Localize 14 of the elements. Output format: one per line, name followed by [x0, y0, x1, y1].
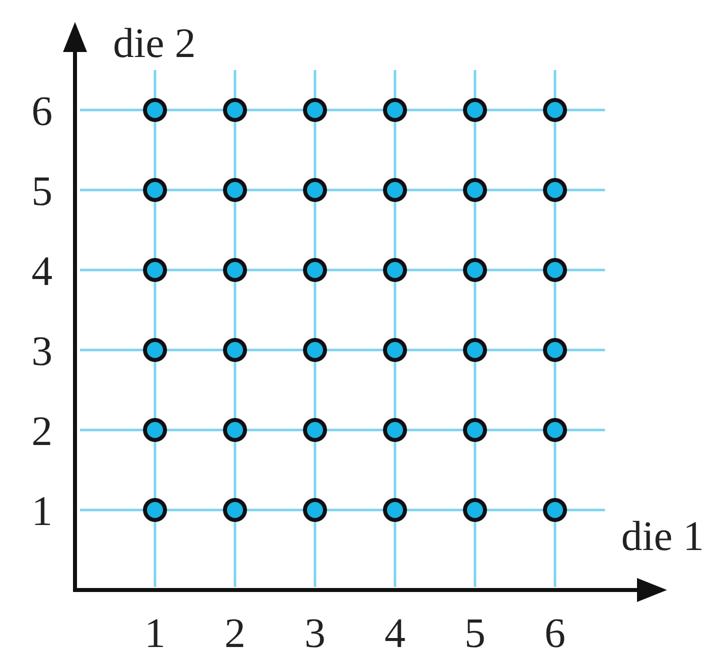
y-tick-label: 6: [32, 89, 52, 135]
x-tick-label: 5: [464, 611, 486, 657]
y-tick-label: 5: [32, 169, 52, 215]
x-tick-label: 1: [144, 611, 166, 657]
x-tick-label: 6: [544, 611, 566, 657]
y-axis-label: die 2: [113, 21, 196, 67]
y-tick-label: 1: [32, 489, 52, 535]
y-tick-label: 2: [32, 409, 52, 455]
x-tick-label: 3: [304, 611, 326, 657]
y-tick-label: 4: [32, 249, 52, 295]
x-tick-label: 2: [224, 611, 246, 657]
y-tick-label: 3: [32, 329, 52, 375]
x-tick-label: 4: [384, 611, 406, 657]
x-axis-label: die 1: [621, 514, 704, 560]
